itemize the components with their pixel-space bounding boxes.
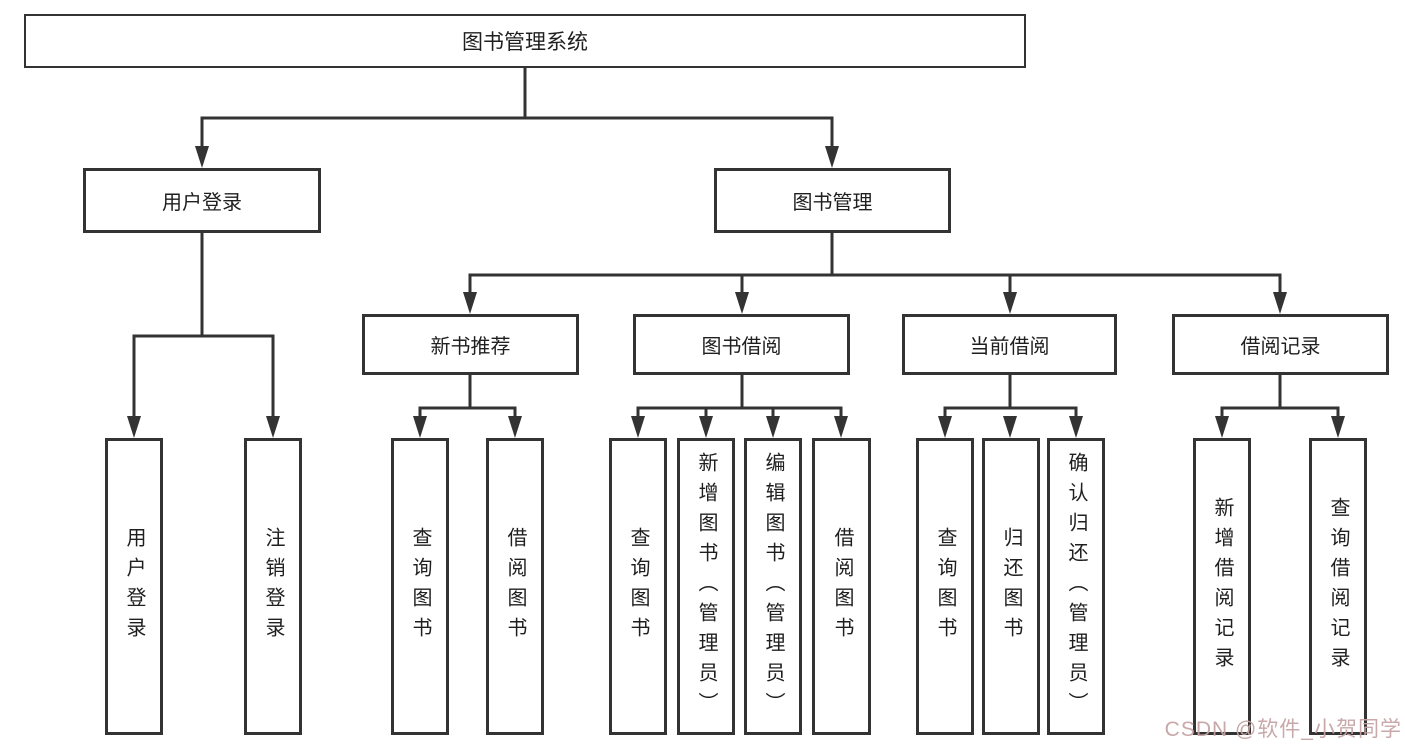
node-user-login: 用户登录 [83, 168, 321, 233]
node-current-borrowing: 当前借阅 [902, 314, 1117, 375]
connector-root-to-level1 [200, 66, 834, 152]
connector-borrowing-to-leaves [636, 373, 843, 422]
node-book-management: 图书管理 [714, 168, 951, 233]
leaf-borrow-books-recommend: 借阅图书 [486, 438, 544, 735]
leaf-logout: 注销登录 [244, 438, 302, 735]
node-borrow-records: 借阅记录 [1172, 314, 1389, 375]
connector-userlogin-to-leaves [132, 231, 275, 422]
leaf-return-book: 归还图书 [982, 438, 1040, 735]
leaf-query-books-recommend: 查询图书 [391, 438, 449, 735]
node-book-borrowing: 图书借阅 [633, 314, 850, 375]
leaf-add-book-admin: 新增图书（管理员） [677, 438, 735, 735]
connector-current-to-leaves [943, 373, 1078, 422]
leaf-query-books-current: 查询图书 [916, 438, 974, 735]
node-library-management-system: 图书管理系统 [24, 14, 1026, 68]
leaf-edit-book-admin: 编辑图书（管理员） [744, 438, 802, 735]
leaf-query-books-borrowing: 查询图书 [609, 438, 667, 735]
connector-records-to-leaves [1220, 373, 1340, 422]
leaf-add-borrow-record: 新增借阅记录 [1193, 438, 1251, 735]
leaf-user-login: 用户登录 [105, 438, 163, 735]
node-new-book-recommend: 新书推荐 [362, 314, 579, 375]
leaf-query-borrow-record: 查询借阅记录 [1309, 438, 1367, 735]
connector-newbook-to-leaves [418, 373, 517, 422]
leaf-borrow-books-borrowing: 借阅图书 [812, 438, 871, 735]
connector-bookmgmt-to-level2 [468, 231, 1282, 298]
csdn-watermark: CSDN @软件_小贺同学 [1164, 718, 1402, 741]
leaf-confirm-return-admin: 确认归还（管理员） [1047, 438, 1105, 735]
